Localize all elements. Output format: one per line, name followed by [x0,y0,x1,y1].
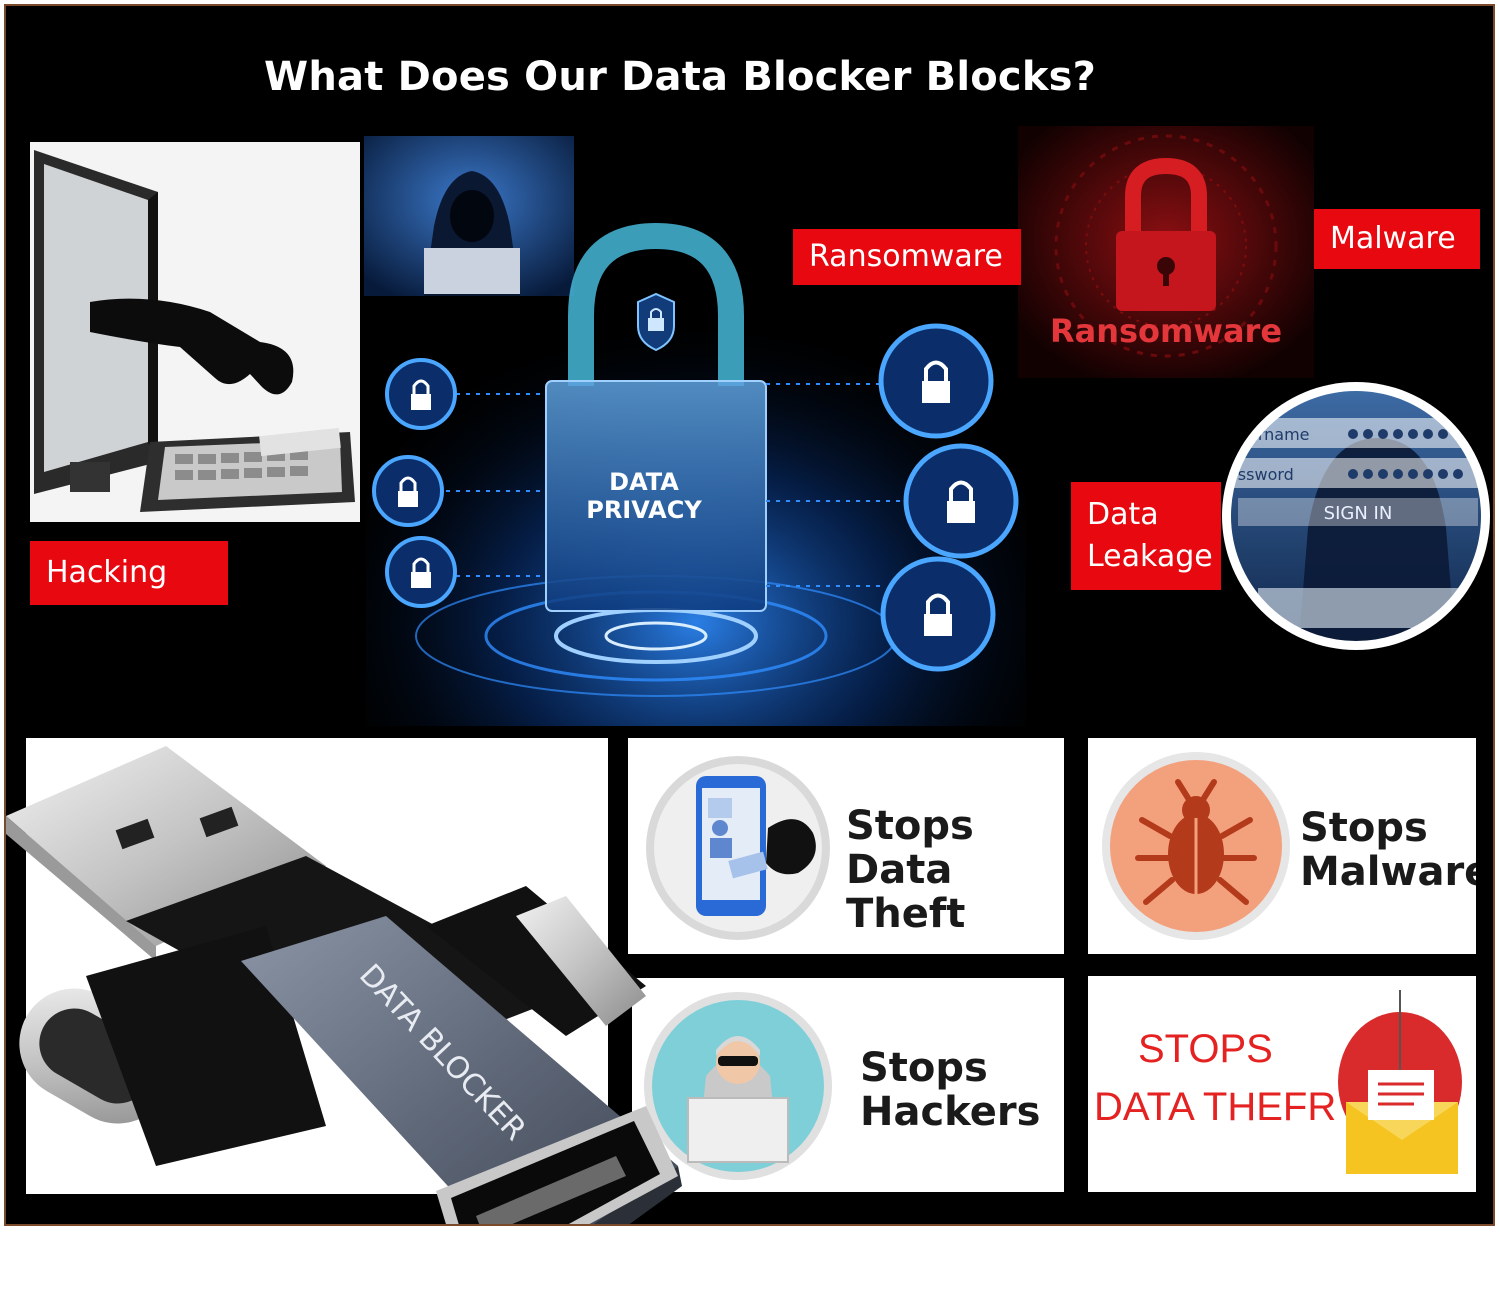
card-data-thefr-line1: STOPS [1138,1027,1273,1071]
hacking-photo [30,142,360,522]
card-hackers-line2: Hackers [860,1089,1041,1135]
card-data-thefr-text: STOPS DATA THEFR [1094,1020,1336,1136]
page-title: What Does Our Data Blocker Blocks? [264,54,1097,100]
infographic-frame: What Does Our Data Blocker Blocks? [4,4,1495,1226]
lock-icon [385,536,457,608]
tag-data-leakage-line1: Data [1087,497,1159,532]
tag-ransomware: Ransomware [793,229,1021,285]
card-stops-data-theft: Stops Data Theft [628,738,1064,954]
card-malware-line1: Stops [1300,805,1428,851]
card-malware-text: Stops Malware [1300,806,1476,894]
tag-malware: Malware [1314,209,1480,269]
data-privacy-line1: DATA [609,468,679,496]
tag-data-leakage-line2: Leakage [1087,539,1213,574]
card-data-theft-line1: Stops [846,803,974,849]
lock-icon [880,556,996,672]
lock-icon [372,455,444,527]
card-data-theft-line2: Data Theft [846,847,966,937]
tag-hacking: Hacking [30,541,228,605]
hacker-icon [644,992,832,1180]
data-blocker-adapter-image: DATA BLOCKER [6,746,682,1224]
lock-icon [878,323,994,439]
card-stops-hackers: Stops Hackers [632,978,1064,1192]
password-label: assword [1228,465,1294,484]
card-malware-line2: Malware [1300,849,1476,895]
phone-hand-icon [646,756,830,940]
data-privacy-graphic: DATA PRIVACY [366,206,1026,726]
sign-in-text: SIGN IN [1324,503,1393,524]
data-privacy-line2: PRIVACY [586,496,702,524]
card-data-theft-text: Stops Data Theft [846,804,1064,936]
ransomware-photo: Ransomware [1018,126,1314,378]
phishing-envelope-icon [1338,990,1462,1174]
bug-icon [1102,752,1290,940]
card-hackers-line1: Stops [860,1045,988,1091]
card-stops-data-thefr: STOPS DATA THEFR [1088,976,1476,1192]
lock-icon [903,443,1019,559]
sign-in-photo: ername assword SIGN IN [1218,378,1493,654]
ransomware-image-text: Ransomware [1050,312,1282,350]
lock-icon [385,358,457,430]
tag-data-leakage: Data Leakage [1071,482,1221,590]
card-hackers-text: Stops Hackers [860,1046,1040,1134]
card-data-thefr-line2: DATA THEFR [1094,1085,1337,1129]
card-stops-malware: Stops Malware [1088,738,1476,954]
